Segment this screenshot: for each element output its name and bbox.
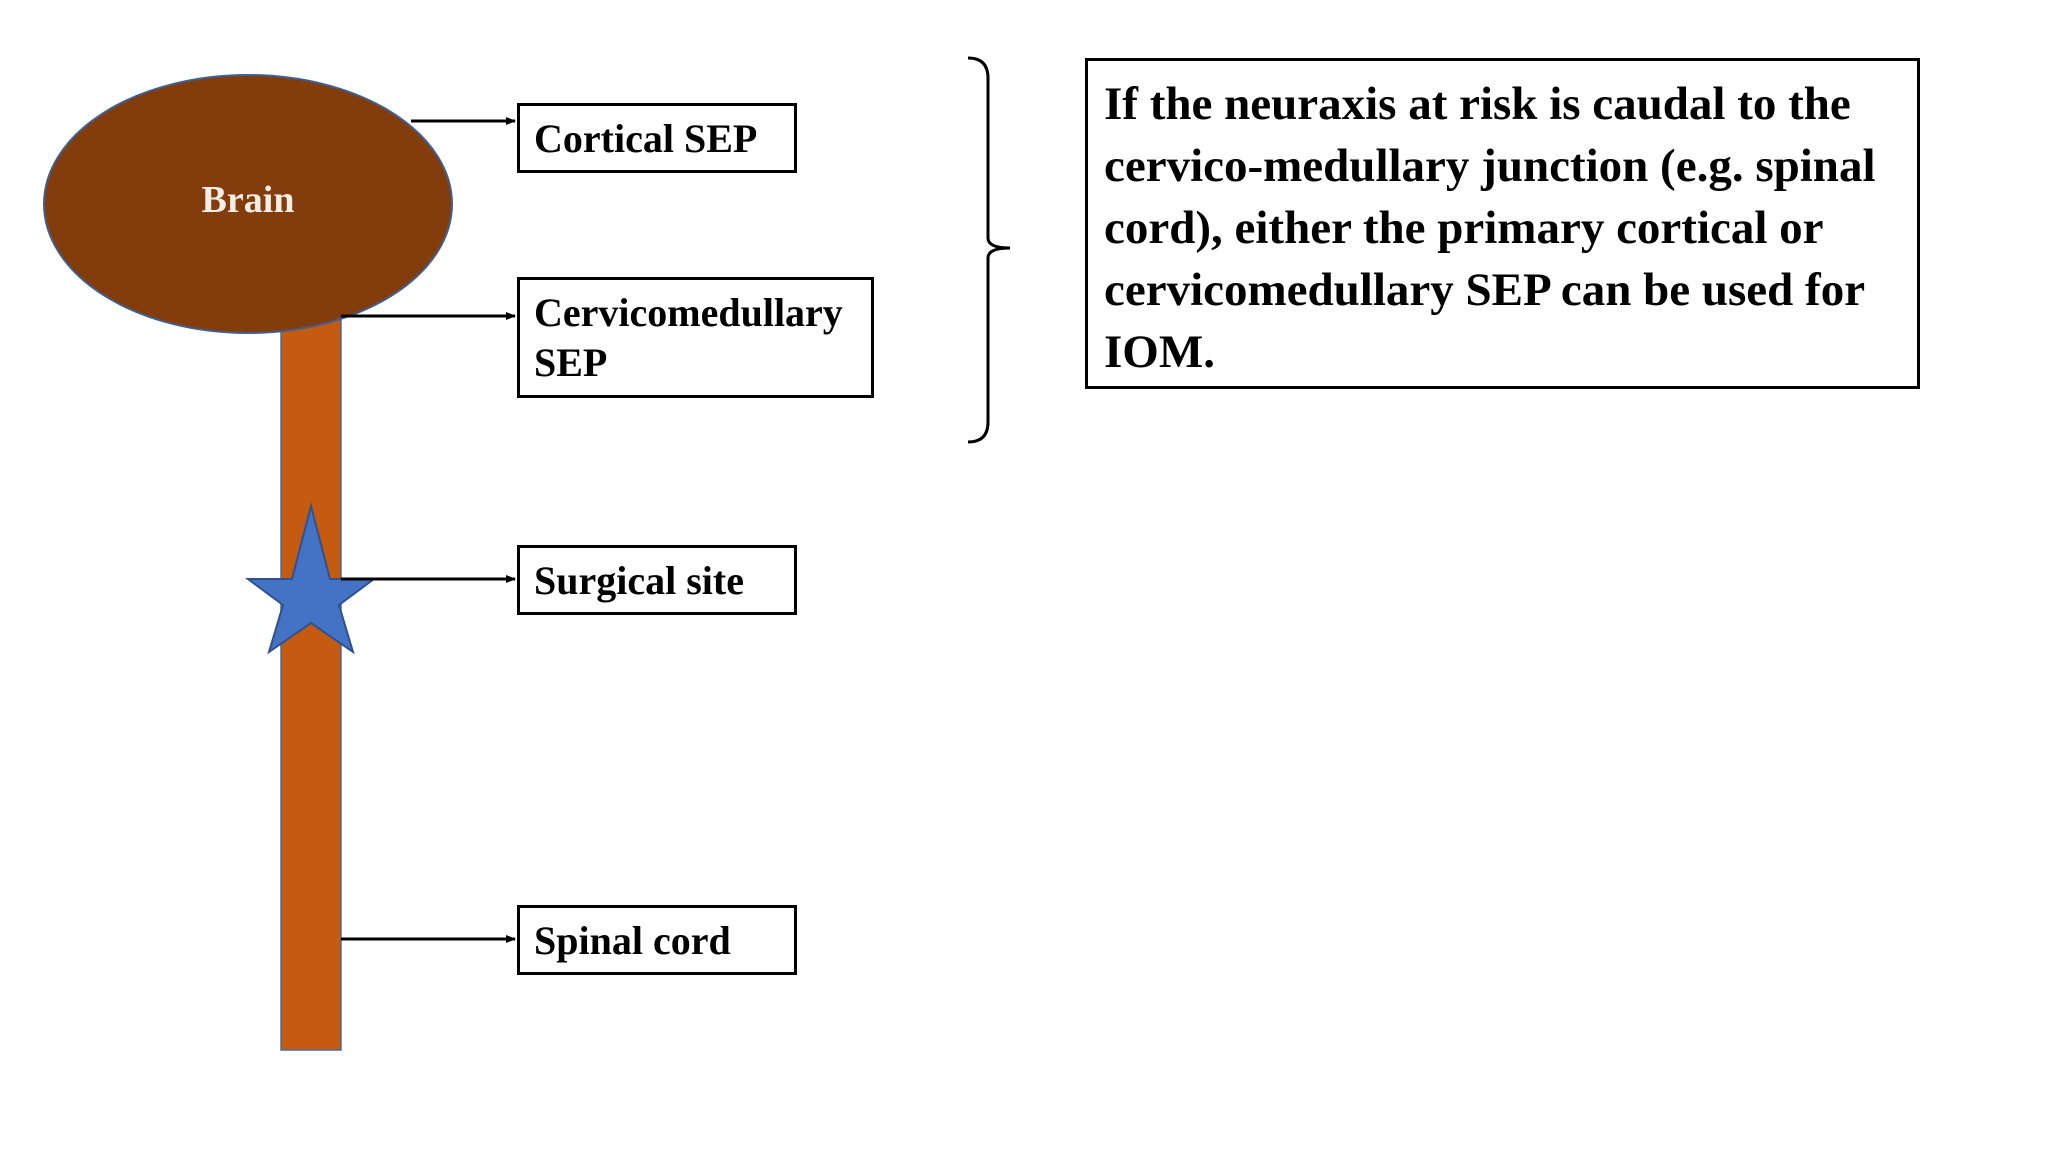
- spinal-cord-label: Spinal cord: [534, 918, 731, 963]
- spinal-cord-box: Spinal cord: [517, 905, 797, 975]
- note-text: If the neuraxis at risk is caudal to the…: [1104, 78, 1876, 378]
- surgical-site-label: Surgical site: [534, 558, 744, 603]
- surgical-site-box: Surgical site: [517, 545, 797, 615]
- cervicomedullary-label-line2: SEP: [534, 340, 608, 385]
- spinal-cord-shape: [280, 314, 342, 1051]
- cortical-sep-box: Cortical SEP: [517, 103, 797, 173]
- brain-shape: [43, 74, 453, 334]
- brain-label: Brain: [201, 179, 295, 221]
- cortical-sep-label: Cortical SEP: [534, 116, 758, 161]
- note-box: If the neuraxis at risk is caudal to the…: [1085, 58, 1920, 389]
- right-brace: [967, 56, 1011, 444]
- cervicomedullary-sep-box: Cervicomedullary SEP: [517, 277, 874, 398]
- cervicomedullary-label-line1: Cervicomedullary: [534, 290, 843, 335]
